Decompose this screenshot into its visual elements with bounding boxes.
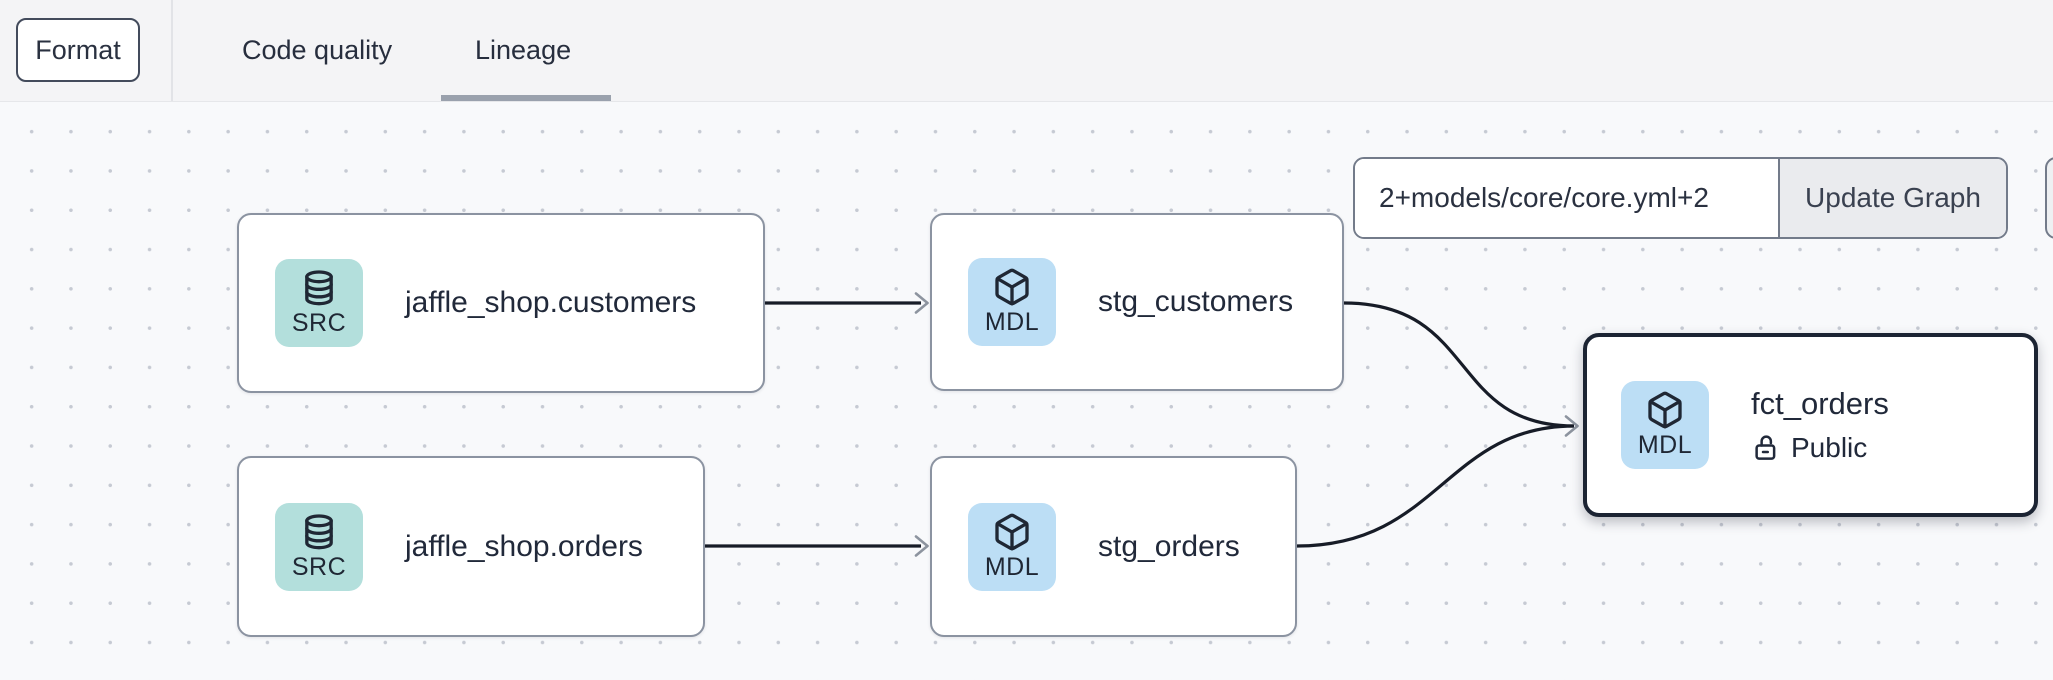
badge-label: SRC: [291, 309, 347, 337]
node-stg-customers[interactable]: MDL stg_customers: [930, 213, 1344, 391]
source-badge: SRC: [275, 502, 363, 591]
active-tab-indicator: [441, 95, 611, 101]
unlock-icon: [1755, 435, 1776, 460]
offscreen-control-button[interactable]: [2045, 157, 2053, 239]
badge-label: MDL: [984, 308, 1040, 336]
badge-label: MDL: [1637, 431, 1693, 459]
tab-lineage[interactable]: Lineage: [475, 35, 572, 65]
format-button[interactable]: Format: [16, 18, 140, 82]
model-badge: MDL: [1621, 381, 1709, 469]
toolbar-divider: [171, 0, 173, 101]
model-badge: MDL: [968, 502, 1056, 591]
node-jaffle-shop-customers[interactable]: SRC jaffle_shop.customers: [237, 213, 765, 393]
node-stg-orders[interactable]: MDL stg_orders: [930, 456, 1297, 637]
update-graph-button[interactable]: Update Graph: [1778, 159, 2006, 237]
badge-label: MDL: [984, 552, 1040, 581]
access-label: Public: [1791, 432, 1868, 463]
cube-icon: [1648, 391, 1682, 429]
badge-label: SRC: [291, 552, 347, 581]
editor-toolbar: Format Code quality Lineage: [0, 0, 2053, 102]
node-label: stg_orders: [1098, 529, 1240, 563]
database-icon: [305, 513, 333, 549]
cube-icon: [995, 513, 1029, 550]
graph-selector-group: Update Graph: [1353, 157, 2008, 239]
node-label: jaffle_shop.orders: [405, 529, 643, 563]
cube-icon: [995, 268, 1029, 306]
tab-code-quality[interactable]: Code quality: [242, 35, 393, 65]
node-selector-input[interactable]: [1355, 159, 1778, 237]
model-badge: MDL: [968, 258, 1056, 346]
database-icon: [305, 270, 333, 306]
node-label: fct_orders: [1751, 386, 1889, 421]
node-label: stg_customers: [1098, 285, 1294, 318]
source-badge: SRC: [275, 259, 363, 347]
node-fct-orders[interactable]: MDL fct_orders Public: [1583, 333, 2038, 517]
node-label: jaffle_shop.customers: [405, 286, 697, 319]
access-row: Public: [1751, 432, 1889, 464]
node-jaffle-shop-orders[interactable]: SRC jaffle_shop.orders: [237, 456, 705, 637]
